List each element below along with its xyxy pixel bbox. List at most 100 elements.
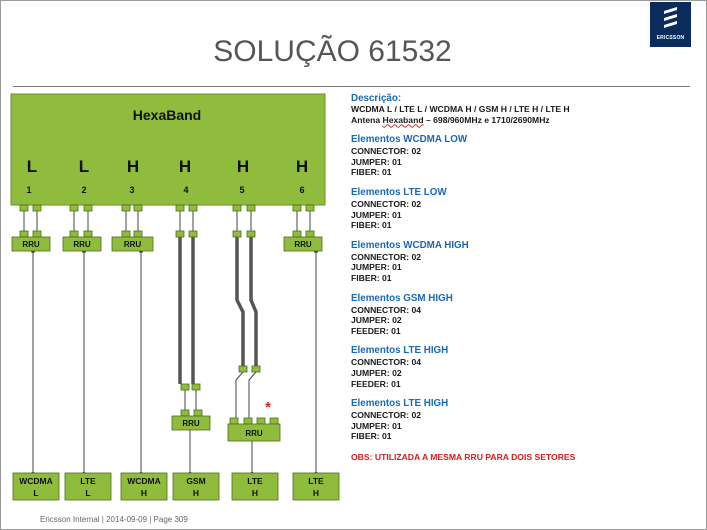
antenna-port-connector xyxy=(69,204,79,212)
description-antenna: Hexaband xyxy=(382,114,424,125)
port-number-label: 1 xyxy=(26,185,31,195)
element-section-title: Elementos LTE HIGH xyxy=(351,398,449,410)
rru-box-gsm xyxy=(171,415,211,431)
element-section-title: Elementos LTE LOW xyxy=(351,186,447,198)
element-line: JUMPER: 01 xyxy=(351,209,402,220)
rru-connector xyxy=(32,230,42,238)
antenna-name: HexaBand xyxy=(133,107,201,123)
obs-note: OBS: UTILIZADA A MESMA RRU PARA DOIS SET… xyxy=(351,451,576,462)
rru-connector xyxy=(305,230,315,238)
sector-box xyxy=(64,472,112,501)
rru-box-shared xyxy=(227,423,281,442)
sector-label: LTE xyxy=(308,476,324,486)
element-line: JUMPER: 01 xyxy=(351,262,402,273)
antenna-port-connector xyxy=(232,204,242,212)
footer-text: Ericsson Internal | 2014-09-09 | Page 30… xyxy=(40,515,188,524)
sector-band: H xyxy=(252,488,258,498)
antenna-port-connector xyxy=(305,204,315,212)
description-line-1: WCDMA L / LTE L / WCDMA H / GSM H / LTE … xyxy=(351,104,570,114)
sector-label: LTE xyxy=(80,476,96,486)
sector-box xyxy=(120,472,168,501)
feeder-connector xyxy=(180,383,190,391)
element-line: JUMPER: 01 xyxy=(351,420,402,431)
sector-band: H xyxy=(141,488,147,498)
sector-box xyxy=(231,472,279,501)
rru-box xyxy=(11,236,51,252)
element-line: CONNECTOR: 02 xyxy=(351,198,422,209)
rru-label: RRU xyxy=(73,240,91,249)
rru-connector xyxy=(19,230,29,238)
rru-box xyxy=(283,236,323,252)
sector-band: L xyxy=(33,488,38,498)
antenna-port-connector xyxy=(83,204,93,212)
shared-rru-marker: * xyxy=(265,399,271,416)
element-section-title: Elementos LTE HIGH xyxy=(351,345,449,357)
rru-connector xyxy=(292,230,302,238)
antenna-port-connector xyxy=(246,204,256,212)
rru-connector xyxy=(180,409,190,417)
rru-label: RRU xyxy=(294,240,312,249)
jumper-line xyxy=(235,371,244,420)
rru-connector xyxy=(269,417,279,425)
element-line: FEEDER: 01 xyxy=(351,325,401,336)
antenna-port-connector xyxy=(175,204,185,212)
slide-title: SOLUÇÃO 61532 xyxy=(213,35,452,68)
element-line: CONNECTOR: 04 xyxy=(351,304,422,315)
rru-label: RRU xyxy=(182,419,200,428)
antenna-port-connector xyxy=(292,204,302,212)
port-number-label: 6 xyxy=(299,185,304,195)
rru-connector xyxy=(133,230,143,238)
title-divider xyxy=(13,86,690,87)
sector-band: H xyxy=(313,488,319,498)
feeder-line xyxy=(235,236,245,368)
port-band-label: H xyxy=(179,157,191,176)
rru-connector xyxy=(243,417,253,425)
rru-label: RRU xyxy=(22,240,40,249)
port-band-label: H xyxy=(296,157,308,176)
description-title: Descrição: xyxy=(351,93,402,104)
element-section-3: Elementos WCDMA HIGH CONNECTOR: 02 JUMPE… xyxy=(351,240,691,284)
element-line: FIBER: 01 xyxy=(351,272,392,283)
feeder-connector xyxy=(238,365,248,373)
element-section-6: Elementos LTE HIGH CONNECTOR: 02 JUMPER:… xyxy=(351,398,691,442)
element-line: FEEDER: 01 xyxy=(351,378,401,389)
ericsson-logo-text: ERICSSON xyxy=(656,35,685,41)
sector-band: L xyxy=(85,488,90,498)
element-section-1: Elementos WCDMA LOW CONNECTOR: 02 JUMPER… xyxy=(351,134,691,178)
element-line: CONNECTOR: 04 xyxy=(351,357,422,368)
rru-connector xyxy=(69,230,79,238)
port-band-label: L xyxy=(79,157,89,176)
sector-label: LTE xyxy=(247,476,263,486)
element-line: CONNECTOR: 02 xyxy=(351,410,422,421)
feeder-line xyxy=(249,236,258,368)
description-bands: – 698/960MHz e 1710/2690MHz xyxy=(423,114,550,125)
element-line: CONNECTOR: 02 xyxy=(351,251,422,262)
rru-connector xyxy=(229,417,239,425)
antenna-port-connector xyxy=(188,204,198,212)
antenna-port-connector xyxy=(32,204,42,212)
sector-box xyxy=(12,472,60,501)
port-number-label: 3 xyxy=(129,185,134,195)
sector-label: WCDMA xyxy=(127,476,161,486)
port-number-label: 4 xyxy=(183,185,188,195)
antenna-port-connector xyxy=(19,204,29,212)
rru-label: RRU xyxy=(245,429,263,438)
description-line-2: Antena Hexaband – 698/960MHz e 1710/2690… xyxy=(351,115,691,126)
jumper-connector xyxy=(188,230,198,238)
rru-connector xyxy=(256,417,266,425)
rru-connector xyxy=(83,230,93,238)
sector-label: WCDMA xyxy=(19,476,53,486)
element-line: FIBER: 01 xyxy=(351,167,392,178)
element-section-title: Elementos GSM HIGH xyxy=(351,292,453,304)
element-section-2: Elementos LTE LOW CONNECTOR: 02 JUMPER: … xyxy=(351,187,691,231)
element-line: JUMPER: 02 xyxy=(351,367,402,378)
element-line: FIBER: 01 xyxy=(351,431,392,442)
element-section-title: Elementos WCDMA LOW xyxy=(351,134,468,146)
jumper-connector xyxy=(175,230,185,238)
info-panel: Descrição: WCDMA L / LTE L / WCDMA H / G… xyxy=(351,93,691,462)
description-prefix: Antena xyxy=(351,114,383,125)
jumper-line xyxy=(248,371,257,420)
port-band-label: H xyxy=(127,157,139,176)
rru-label: RRU xyxy=(124,240,142,249)
